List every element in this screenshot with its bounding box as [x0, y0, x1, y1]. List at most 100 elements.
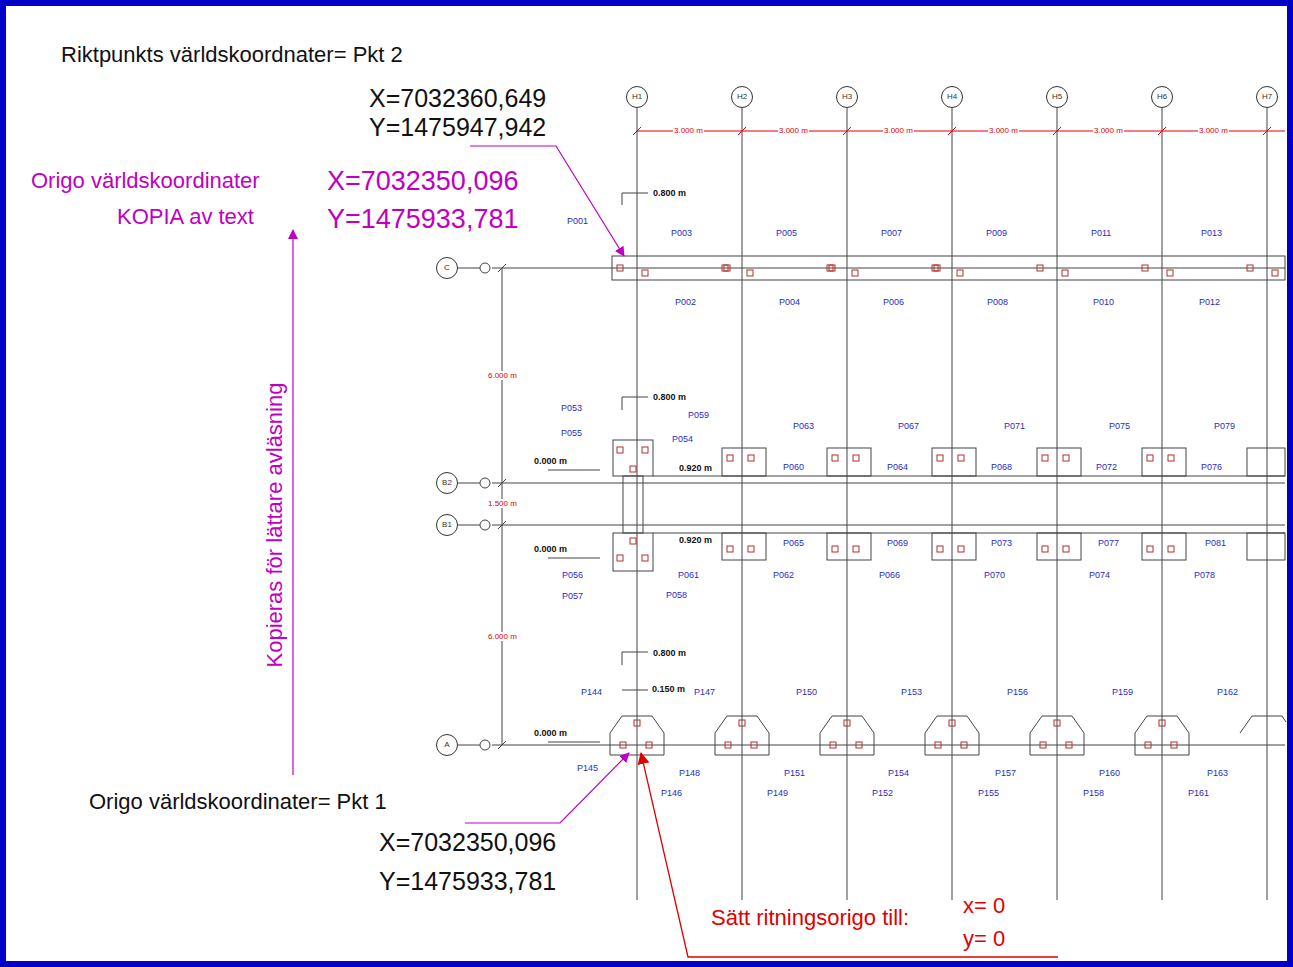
point-number: P161 [1187, 788, 1210, 798]
point-number: P063 [792, 421, 815, 431]
dimension-text: 3.000 m [1093, 126, 1124, 135]
point-number: P081 [1204, 538, 1227, 548]
point-number: P158 [1082, 788, 1105, 798]
dimension-text: 0.800 m [652, 188, 687, 198]
dimension-text: 6.000 m [487, 632, 518, 641]
point-number: P079 [1213, 421, 1236, 431]
dimension-text: 1.500 m [487, 499, 518, 508]
grid-label: B1 [442, 521, 452, 529]
point-number: P151 [783, 768, 806, 778]
point-number: P076 [1200, 462, 1223, 472]
point-number: P004 [778, 297, 801, 307]
point-number: P009 [985, 228, 1008, 238]
point-number: P153 [900, 687, 923, 697]
point-number: P005 [775, 228, 798, 238]
dimension-text: 0.150 m [651, 684, 686, 694]
dimension-text: 3.000 m [1198, 126, 1229, 135]
point-number: P078 [1193, 570, 1216, 580]
point-number: P062 [772, 570, 795, 580]
point-number: P006 [882, 297, 905, 307]
grid-label: H3 [842, 93, 852, 101]
point-number: P054 [671, 434, 694, 444]
grid-label: A [444, 741, 449, 749]
dimension-text: 0.800 m [652, 392, 687, 402]
point-number: P150 [795, 687, 818, 697]
point-number: P160 [1098, 768, 1121, 778]
point-number: P070 [983, 570, 1006, 580]
dimension-text: 3.000 m [988, 126, 1019, 135]
point-number: P067 [897, 421, 920, 431]
point-number: P012 [1198, 297, 1221, 307]
instruction-text: Sätt ritningsorigo till: [710, 905, 910, 930]
dimension-text: 0.920 m [678, 463, 713, 473]
point-number: P055 [560, 428, 583, 438]
point-number: P013 [1200, 228, 1223, 238]
point-number: P162 [1216, 687, 1239, 697]
note-text: KOPIA av text [116, 204, 255, 229]
grid-bubble: H6 [1151, 86, 1173, 108]
point-number: P152 [871, 788, 894, 798]
dimension-text: 0.000 m [533, 456, 568, 466]
dimension-text: 0.920 m [678, 535, 713, 545]
grid-label: H7 [1262, 93, 1272, 101]
grid-bubble: H4 [941, 86, 963, 108]
coordinate-text: Y=1475933,781 [378, 867, 557, 896]
point-number: P144 [580, 687, 603, 697]
grid-label: H2 [737, 93, 747, 101]
heading-text: Origo världskoordinater= Pkt 1 [88, 789, 388, 814]
coordinate-text: X=7032350,096 [378, 828, 557, 857]
grid-bubble: B2 [436, 472, 458, 494]
grid-bubble: C [436, 257, 458, 279]
grid-bubble: H7 [1256, 86, 1278, 108]
point-number: P146 [660, 788, 683, 798]
grid-bubble: A [436, 734, 458, 756]
point-number: P059 [687, 410, 710, 420]
point-number: P077 [1097, 538, 1120, 548]
point-number: P011 [1090, 228, 1112, 238]
heading-text: Riktpunkts världskoordnater= Pkt 2 [60, 42, 404, 67]
instruction-text: y= 0 [962, 926, 1006, 951]
point-number: P157 [994, 768, 1017, 778]
grid-label: H5 [1052, 93, 1062, 101]
dimension-text: 3.000 m [778, 126, 809, 135]
point-number: P007 [880, 228, 903, 238]
point-number: P053 [560, 403, 583, 413]
point-number: P003 [670, 228, 693, 238]
grid-label: H6 [1157, 93, 1167, 101]
point-number: P060 [782, 462, 805, 472]
dimension-text: 0.000 m [533, 728, 568, 738]
point-number: P073 [990, 538, 1013, 548]
point-number: P056 [561, 570, 584, 580]
instruction-text: x= 0 [962, 893, 1006, 918]
grid-label: B2 [442, 479, 452, 487]
point-number: P057 [561, 591, 584, 601]
point-number: P148 [678, 768, 701, 778]
grid-bubble: H1 [626, 86, 648, 108]
point-number: P066 [878, 570, 901, 580]
point-number: P074 [1088, 570, 1111, 580]
point-number: P147 [693, 687, 716, 697]
note-text: Origo världskoordinater [30, 168, 261, 193]
coordinate-text: X=7032360,649 [368, 84, 547, 113]
point-number: P145 [576, 763, 599, 773]
grid-bubble: H3 [836, 86, 858, 108]
coordinate-text: Y=1475947,942 [368, 113, 547, 142]
grid-label: C [444, 264, 450, 272]
dimension-text: 0.800 m [652, 648, 687, 658]
point-number: P156 [1006, 687, 1029, 697]
point-number: P069 [886, 538, 909, 548]
point-number: P075 [1108, 421, 1131, 431]
dimension-text: 0.000 m [533, 544, 568, 554]
dimension-text: 3.000 m [673, 126, 704, 135]
grid-label: H4 [947, 93, 957, 101]
grid-bubble: H5 [1046, 86, 1068, 108]
point-number: P163 [1206, 768, 1229, 778]
coordinate-text: Y=1475933,781 [326, 204, 519, 235]
point-number: P001 [566, 216, 589, 226]
point-number: P071 [1003, 421, 1026, 431]
point-number: P002 [674, 297, 697, 307]
point-number: P008 [986, 297, 1009, 307]
grid-label: H1 [632, 93, 642, 101]
